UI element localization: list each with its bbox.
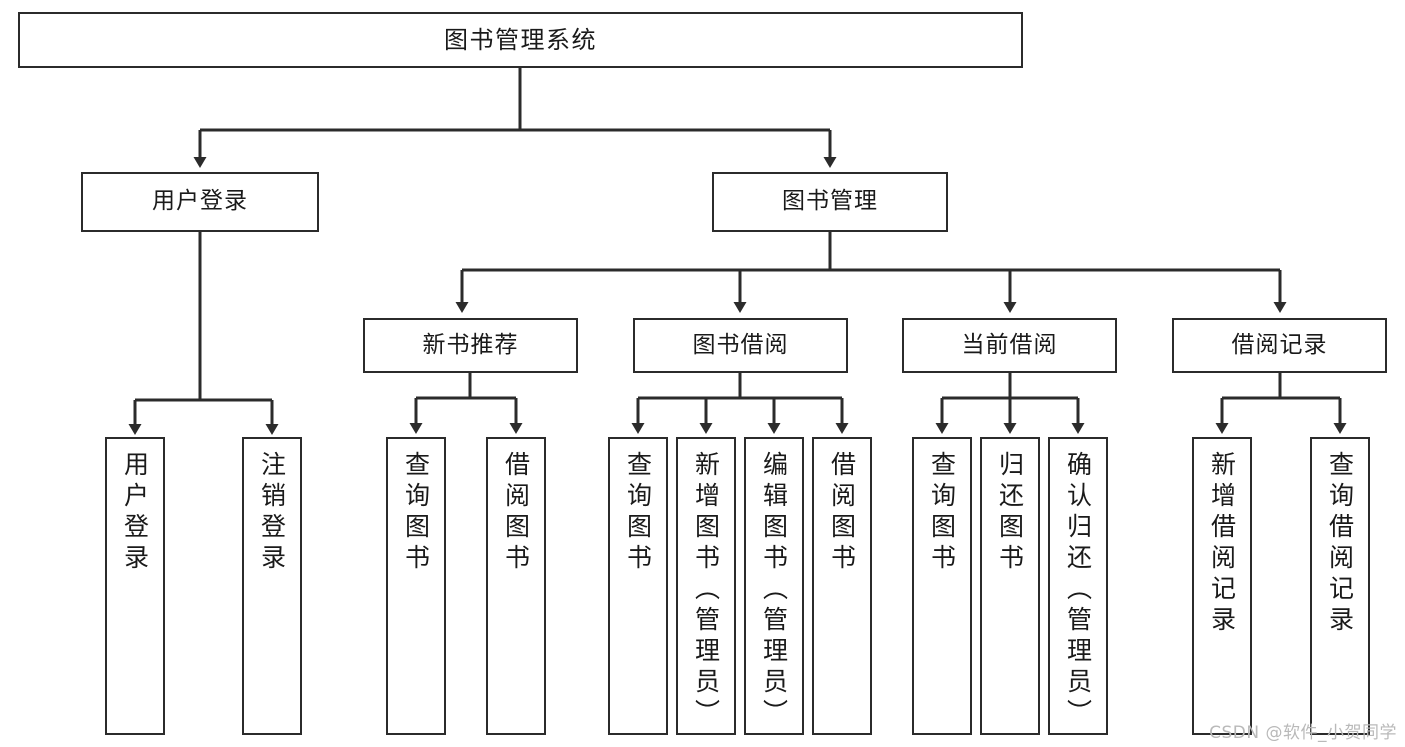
node-label: 借阅记录 (1231, 331, 1328, 358)
node-label: 查询图书 (401, 451, 431, 575)
csdn-watermark: CSDN @软件_小贺同学 (1209, 723, 1397, 743)
node-label: 新增借阅记录 (1207, 451, 1237, 637)
node-leaf-add-book-admin[interactable]: 新增图书（管理员） (676, 437, 736, 735)
node-leaf-user-login[interactable]: 用户登录 (105, 437, 165, 735)
node-leaf-confirm-return-admin[interactable]: 确认归还（管理员） (1048, 437, 1108, 735)
node-borrow-record[interactable]: 借阅记录 (1172, 318, 1387, 373)
node-leaf-query-book-borrow[interactable]: 查询图书 (608, 437, 668, 735)
node-label: 借阅图书 (501, 451, 531, 575)
node-user-login[interactable]: 用户登录 (81, 172, 319, 232)
node-label: 归还图书 (995, 451, 1025, 575)
node-label: 查询图书 (927, 451, 957, 575)
node-label: 用户登录 (152, 188, 248, 215)
node-book-borrow[interactable]: 图书借阅 (633, 318, 848, 373)
node-label: 当前借阅 (961, 331, 1058, 358)
node-label: 确认归还（管理员） (1063, 451, 1093, 730)
node-label: 编辑图书（管理员） (759, 451, 789, 730)
node-leaf-return-book[interactable]: 归还图书 (980, 437, 1040, 735)
node-book-management[interactable]: 图书管理 (712, 172, 948, 232)
node-label: 图书借阅 (692, 331, 789, 358)
node-label: 新书推荐 (422, 331, 519, 358)
node-label: 注销登录 (257, 451, 287, 575)
node-label: 查询借阅记录 (1325, 451, 1355, 637)
node-new-book-recommend[interactable]: 新书推荐 (363, 318, 578, 373)
node-leaf-query-borrow-record[interactable]: 查询借阅记录 (1310, 437, 1370, 735)
node-label: 图书管理 (782, 188, 878, 215)
node-leaf-borrow-book-new[interactable]: 借阅图书 (486, 437, 546, 735)
node-label: 查询图书 (623, 451, 653, 575)
node-leaf-borrow-book[interactable]: 借阅图书 (812, 437, 872, 735)
node-label: 图书管理系统 (444, 25, 597, 54)
node-leaf-logout[interactable]: 注销登录 (242, 437, 302, 735)
node-leaf-edit-book-admin[interactable]: 编辑图书（管理员） (744, 437, 804, 735)
node-leaf-add-borrow-record[interactable]: 新增借阅记录 (1192, 437, 1252, 735)
node-current-borrow[interactable]: 当前借阅 (902, 318, 1117, 373)
node-label: 借阅图书 (827, 451, 857, 575)
node-label: 用户登录 (120, 451, 150, 575)
node-leaf-query-book-new[interactable]: 查询图书 (386, 437, 446, 735)
node-root-book-management-system[interactable]: 图书管理系统 (18, 12, 1023, 68)
node-leaf-query-book-current[interactable]: 查询图书 (912, 437, 972, 735)
node-label: 新增图书（管理员） (691, 451, 721, 730)
